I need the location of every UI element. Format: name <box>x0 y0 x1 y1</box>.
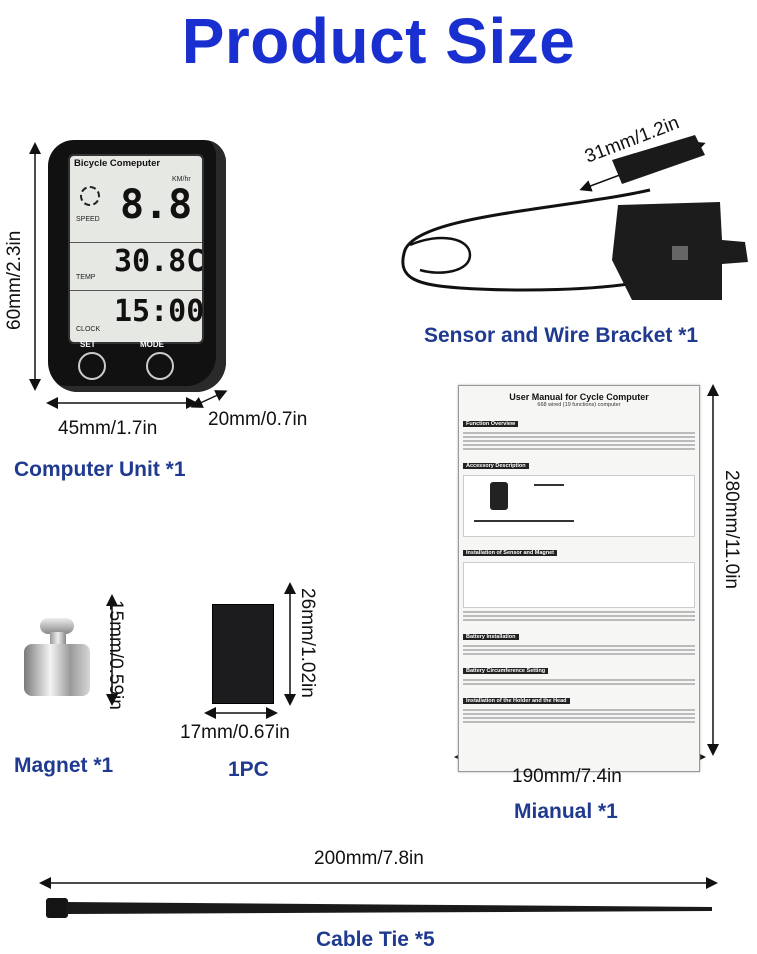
user-manual-image: User Manual for Cycle Computer 668 wired… <box>458 385 700 772</box>
manual-section-battery: Battery Installation <box>463 634 519 640</box>
magnet-block <box>24 644 90 696</box>
screen-divider-2 <box>70 290 202 291</box>
pad-caption: 1PC <box>228 758 269 781</box>
sensor-caption: Sensor and Wire Bracket *1 <box>424 324 699 347</box>
manual-width-dim: 190mm/7.4in <box>512 766 622 787</box>
speed-unit: KM/hr <box>172 176 191 183</box>
speed-icon <box>80 186 100 206</box>
mode-button[interactable] <box>146 352 174 380</box>
manual-sensor-figure <box>463 562 695 608</box>
set-button[interactable] <box>78 352 106 380</box>
bicycle-computer-image: Bicycle Comeputer KM/hr SPEED 8.8 TEMP 3… <box>48 140 228 395</box>
magnet-caption: Magnet *1 <box>14 754 114 777</box>
cable-tie-caption: Cable Tie *5 <box>316 928 435 951</box>
cable-tie-dim: 200mm/7.8in <box>314 848 424 869</box>
manual-section-function: Function Overview <box>463 421 519 427</box>
computer-width-dim: 45mm/1.7in <box>58 418 158 439</box>
temp-label: TEMP <box>76 274 96 281</box>
clock-label: CLOCK <box>76 326 101 333</box>
manual-section-holder: Installation of the Holder and the Head <box>463 698 570 704</box>
computer-caption: Computer Unit *1 <box>14 458 186 481</box>
manual-accessory-figure <box>463 475 695 537</box>
computer-brand: Bicycle Comeputer <box>74 158 161 169</box>
clock-value: 15:00 <box>114 294 205 329</box>
computer-depth-dim: 20mm/0.7in <box>208 409 308 430</box>
temp-value: 30.8C <box>114 244 205 279</box>
speed-label: SPEED <box>76 216 100 223</box>
magnet-screw <box>40 618 74 634</box>
manual-caption: Mianual *1 <box>514 800 618 823</box>
magnet-image <box>18 618 98 706</box>
set-label: SET <box>80 340 96 349</box>
manual-section-circumference: Battery Circumference Setting <box>463 668 549 674</box>
manual-subtitle: 668 wired (19 functions) computer <box>537 402 621 408</box>
speed-value: 8.8 <box>120 182 193 228</box>
mode-label: MODE <box>140 340 164 349</box>
pad-width-dim: 17mm/0.67in <box>180 722 290 743</box>
manual-section-sensor: Installation of Sensor and Magnet <box>463 550 558 556</box>
rubber-pad-image <box>212 604 274 704</box>
manual-title: User Manual for Cycle Computer <box>509 392 649 402</box>
screen-divider <box>70 242 202 243</box>
page-title: Product Size <box>181 5 576 77</box>
manual-section-accessory: Accessory Description <box>463 463 529 469</box>
computer-screen: Bicycle Comeputer KM/hr SPEED 8.8 TEMP 3… <box>68 154 204 344</box>
